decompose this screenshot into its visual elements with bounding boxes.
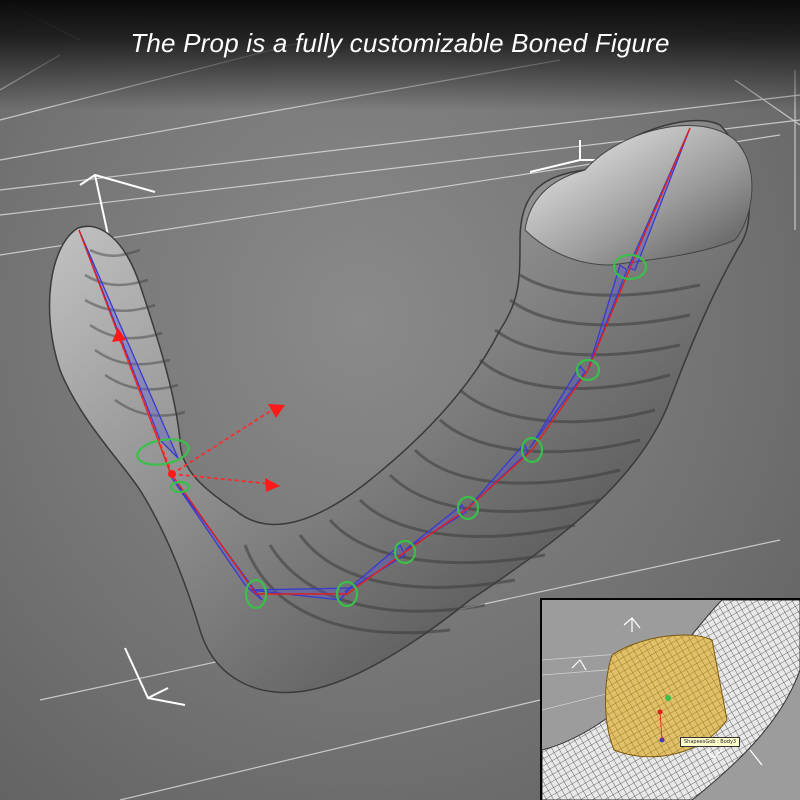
headline: The Prop is a fully customizable Boned F… <box>130 28 670 58</box>
title-fade <box>0 0 800 110</box>
inset-mesh-viewport[interactable]: ShapeesGob : Body3 <box>540 598 800 800</box>
rotation-gizmo[interactable] <box>112 328 285 492</box>
inset-mesh <box>542 600 800 800</box>
bone-tooltip: ShapeesGob : Body3 <box>680 737 741 747</box>
bone-chain[interactable] <box>78 127 691 610</box>
